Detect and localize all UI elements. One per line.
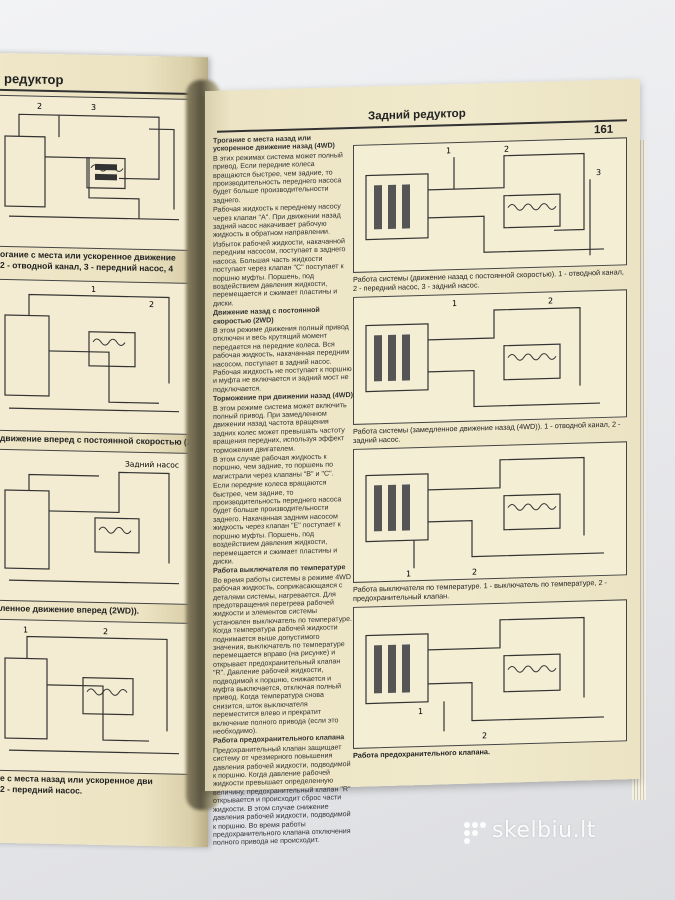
paragraph: Во время работы системы в режиме 4WD раб… xyxy=(213,572,353,736)
paragraph: Если передние колеса вращаются быстрее, … xyxy=(213,478,342,566)
left-caption-3: движение вперед с постоянной скоростью (… xyxy=(0,432,196,448)
rear-pump-label: Задний насос xyxy=(125,460,179,470)
right-figure-3: 1 2 xyxy=(353,441,627,583)
left-figure-2: 1 2 xyxy=(0,278,190,435)
callout-2: 2 xyxy=(472,567,477,576)
watermark-logo-icon xyxy=(464,822,486,844)
paragraph: В этих режимах система может полный прив… xyxy=(213,151,343,205)
right-figure-4: 1 2 xyxy=(353,599,627,749)
header-rule xyxy=(0,88,200,96)
left-caption-4: ленное движение вперед (2WD)). xyxy=(0,602,140,616)
paragraph: Избыток рабочей жидкости, накачанной пер… xyxy=(213,237,346,308)
header-rule xyxy=(217,119,627,133)
page-number: 161 xyxy=(594,123,614,137)
right-page-header: Задний редуктор xyxy=(368,107,466,123)
right-page: Задний редуктор 161 Трогание с места наз… xyxy=(205,78,640,847)
paragraph: Рабочая жидкость к переднему насосу чере… xyxy=(213,202,341,240)
right-figure-1: 1 2 3 xyxy=(353,137,627,273)
callout-2: 2 xyxy=(482,731,487,740)
callout-1: 1 xyxy=(446,146,451,155)
paragraph: В этом режиме движения полный привод отк… xyxy=(213,322,352,394)
hydraulic-diagram: 1 2 xyxy=(365,616,604,740)
paragraph: В этом режиме система может включить пол… xyxy=(213,400,347,455)
svg-text:1: 1 xyxy=(91,285,96,294)
left-figure-1: 2 3 xyxy=(0,94,190,251)
left-page: редуктор 2 3 огание с места или ускор xyxy=(0,52,208,848)
svg-text:3: 3 xyxy=(91,103,96,112)
callout-1: 1 xyxy=(406,569,411,578)
hydraulic-diagram: 1 2 xyxy=(365,296,600,408)
hydraulic-diagram: 1 2 3 xyxy=(365,145,604,256)
svg-text:2: 2 xyxy=(149,300,154,309)
callout-1: 1 xyxy=(452,299,457,308)
svg-text:1: 1 xyxy=(23,625,28,634)
hydraulic-diagram: 2 3 xyxy=(4,102,179,221)
callout-2: 2 xyxy=(504,145,509,154)
callout-2: 2 xyxy=(548,296,553,305)
callout-3: 3 xyxy=(596,168,601,177)
paragraph: Предохранительный клапан защищает систем… xyxy=(213,743,351,848)
left-figure-3: Задний насос xyxy=(0,448,190,605)
left-figure-4: 1 2 xyxy=(0,618,190,775)
watermark-text: skelbiu.lt xyxy=(492,818,596,843)
callout-1: 1 xyxy=(418,707,423,716)
hydraulic-diagram: 1 2 xyxy=(4,625,179,755)
hydraulic-diagram: 1 2 xyxy=(4,285,179,413)
text-column: Трогание с места назад или ускоренное дв… xyxy=(213,133,353,849)
hydraulic-diagram: Задний насос xyxy=(4,460,179,585)
right-figure-2: 1 2 xyxy=(353,289,627,425)
left-page-header: редуктор xyxy=(4,71,64,88)
svg-text:2: 2 xyxy=(103,627,108,636)
svg-text:2: 2 xyxy=(37,102,42,111)
hydraulic-diagram: 1 2 xyxy=(365,456,604,578)
paragraph: В этом случае рабочая жидкость к поршню,… xyxy=(213,452,334,481)
